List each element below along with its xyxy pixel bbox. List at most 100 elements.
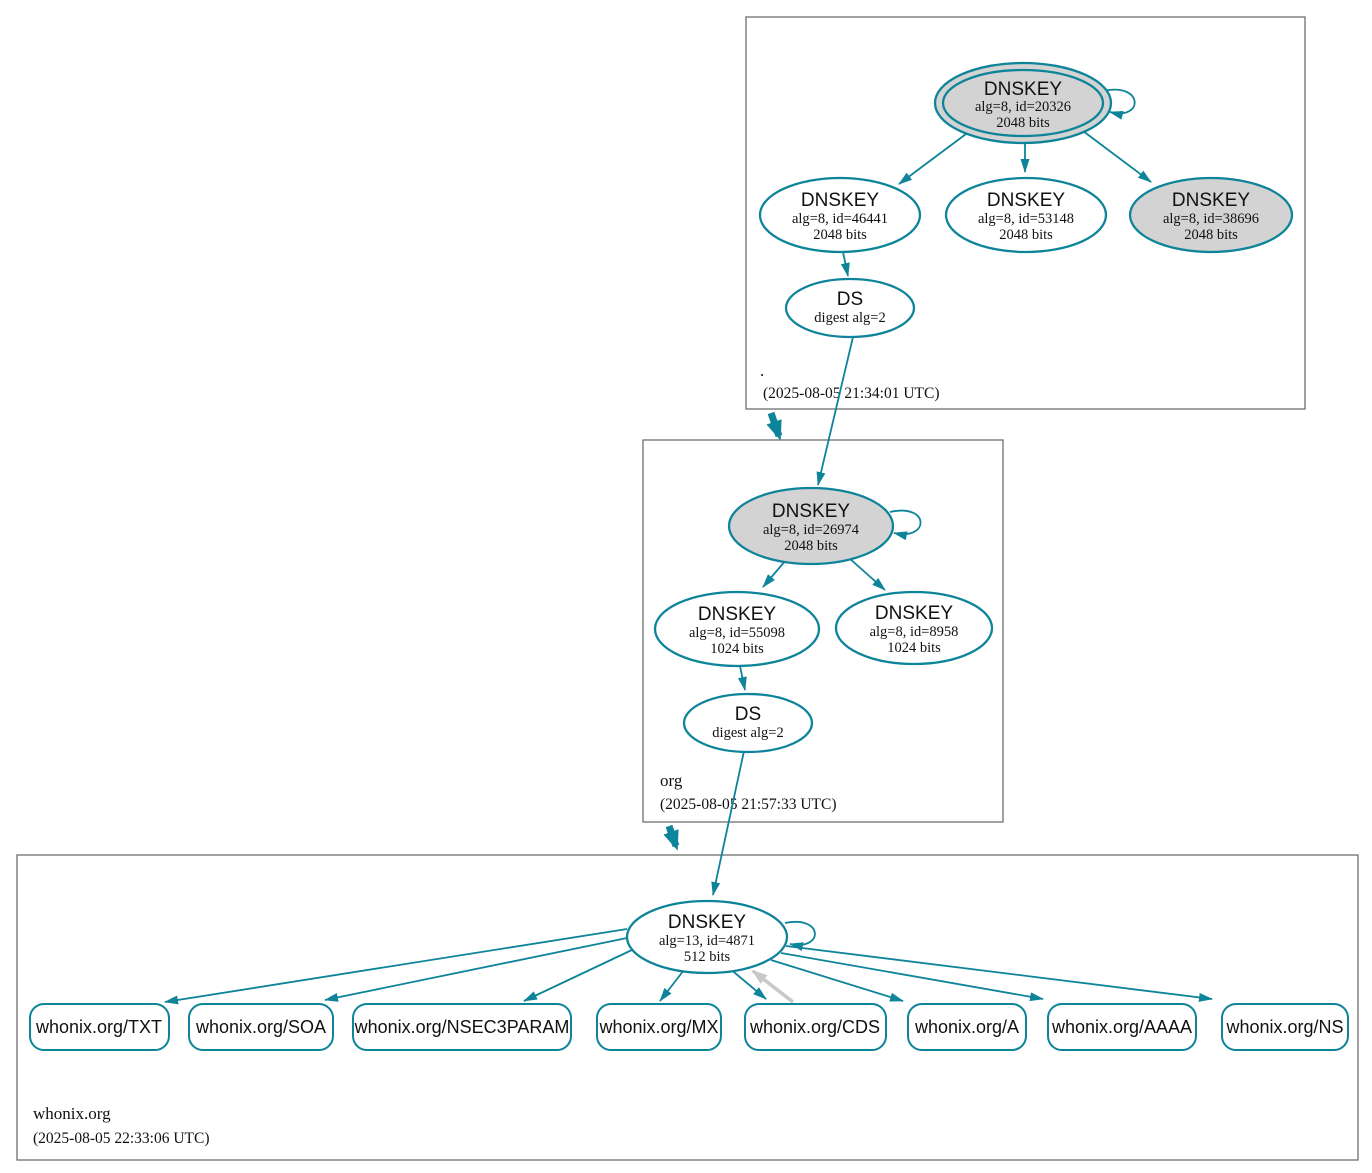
edge-whonix-ksk-to-a (770, 959, 904, 1002)
rrset-ns-box (1221, 1003, 1349, 1051)
edge-whonix-ksk-selfloop (784, 920, 816, 952)
rrset-mx-box (596, 1003, 722, 1051)
dnskey-org-ksk-detail: alg=8, id=26974 (763, 522, 860, 538)
rrset-whonix-org-a: whonix.org/A (907, 1003, 1027, 1051)
dnskey-root-ksk-title: DNSKEY (984, 79, 1062, 100)
edge-org-zsk-55098-to-ds (737, 665, 747, 691)
rrset-whonix-org-soa: whonix.org/SOA (188, 1003, 334, 1051)
zone-box-root (745, 16, 1306, 410)
ds-root-detail: digest alg=2 (814, 310, 885, 326)
rrset-a-box (907, 1003, 1027, 1051)
rrset-cds-box (744, 1003, 887, 1051)
dnskey-root-ksk-detail: alg=8, id=20326 (975, 99, 1071, 115)
edge-root-ksk-selfloop (1102, 88, 1136, 120)
dnskey-org-zsk-8958-detail: alg=8, id=8958 (870, 624, 959, 640)
dnskey-node-root-ksk-20326: DNSKEY alg=8, id=20326 2048 bits (933, 61, 1113, 145)
rrset-aaaa-box (1047, 1003, 1197, 1051)
edge-org-ksk-to-zsk-8958 (848, 557, 886, 591)
dnskey-whonix-ksk-detail: alg=13, id=4871 (659, 933, 755, 949)
edge-org-ds-to-whonix-ksk (711, 750, 745, 896)
rrset-mx-label: whonix.org/MX (598, 1017, 718, 1037)
dnskey-root-zsk-38696-bits: 2048 bits (1184, 227, 1238, 243)
dnskey-root-zsk-46441-detail: alg=8, id=46441 (792, 211, 888, 227)
zone-label-org: org (660, 771, 683, 790)
dnskey-node-whonix-ksk-4871: DNSKEY alg=13, id=4871 512 bits (625, 899, 789, 975)
dnskey-node-org-zsk-8958: DNSKEY alg=8, id=8958 1024 bits (834, 590, 994, 666)
zone-timestamp-whonix-org: (2025-08-05 22:33:06 UTC) (33, 1130, 210, 1147)
dnskey-root-zsk-46441-bits: 2048 bits (813, 227, 867, 243)
dnskey-root-zsk-53148-bits: 2048 bits (999, 227, 1053, 243)
dnskey-whonix-ksk-ellipse (625, 899, 789, 975)
dnskey-org-zsk-55098-detail: alg=8, id=55098 (689, 625, 785, 641)
dnskey-org-ksk-title: DNSKEY (772, 501, 850, 522)
rrset-whonix-org-cds: whonix.org/CDS (744, 1003, 887, 1051)
dnskey-org-zsk-55098-title: DNSKEY (698, 604, 776, 625)
edge-root-zsk-46441-to-ds (840, 251, 850, 277)
ds-org-title: DS (735, 704, 761, 725)
edge-whonix-ksk-to-ns (785, 945, 1213, 1002)
rrset-txt-label: whonix.org/TXT (35, 1017, 162, 1037)
dnskey-node-org-zsk-55098: DNSKEY alg=8, id=55098 1024 bits (653, 590, 821, 668)
dnskey-root-zsk-53148-detail: alg=8, id=53148 (978, 211, 1074, 227)
dnskey-root-zsk-38696-title: DNSKEY (1172, 190, 1250, 211)
rrset-soa-label: whonix.org/SOA (195, 1017, 326, 1037)
rrset-a-label: whonix.org/A (914, 1017, 1019, 1037)
dnskey-org-zsk-8958-bits: 1024 bits (887, 640, 941, 656)
edge-whonix-ksk-to-aaaa (780, 952, 1044, 1002)
zone-timestamp-org: (2025-08-05 21:57:33 UTC) (660, 796, 837, 813)
edge-org-ksk-to-zsk-55098 (762, 559, 787, 588)
edge-root-ds-to-org-ksk (816, 336, 854, 486)
zone-label-whonix-org: whonix.org (33, 1104, 111, 1123)
dnskey-node-root-zsk-38696: DNSKEY alg=8, id=38696 2048 bits (1128, 176, 1294, 254)
dnskey-org-ksk-ellipse (727, 486, 895, 566)
rrset-cds-label: whonix.org/CDS (749, 1017, 880, 1037)
rrset-whonix-org-txt: whonix.org/TXT (29, 1003, 170, 1051)
rrset-nsec3param-label: whonix.org/NSEC3PARAM (354, 1017, 570, 1037)
dnskey-org-zsk-55098-bits: 1024 bits (710, 641, 764, 657)
dnskey-root-zsk-53148-title: DNSKEY (987, 190, 1065, 211)
dnskey-org-zsk-55098-ellipse (653, 590, 821, 668)
ds-node-root: DS digest alg=2 (784, 277, 916, 339)
zone-box-whonix-org (16, 854, 1359, 1161)
dnskey-whonix-ksk-title: DNSKEY (668, 912, 746, 933)
dnskey-root-zsk-46441-title: DNSKEY (801, 190, 879, 211)
edge-whonix-cds-to-ksk-gray (751, 969, 795, 1004)
rrset-txt-box (29, 1003, 170, 1051)
ds-root-title: DS (837, 289, 863, 310)
dnskey-root-ksk-bits: 2048 bits (996, 115, 1050, 131)
ds-org-detail: digest alg=2 (712, 725, 783, 741)
rrset-nsec3param-box (352, 1003, 572, 1051)
ds-org-ellipse (682, 692, 814, 754)
ds-node-org: DS digest alg=2 (682, 692, 814, 754)
edge-whonix-ksk-to-cds (728, 967, 767, 1000)
dnskey-org-zsk-8958-title: DNSKEY (875, 603, 953, 624)
dnskey-root-ksk-outer-ellipse (933, 61, 1113, 145)
rrset-soa-box (188, 1003, 334, 1051)
dnskey-node-root-zsk-53148: DNSKEY alg=8, id=53148 2048 bits (944, 176, 1108, 254)
rrset-whonix-org-mx: whonix.org/MX (596, 1003, 722, 1051)
edge-whonix-ksk-to-soa (324, 937, 628, 1002)
edge-org-ksk-selfloop (889, 509, 922, 541)
dnskey-org-ksk-bits: 2048 bits (784, 538, 838, 554)
rrset-whonix-org-aaaa: whonix.org/AAAA (1047, 1003, 1197, 1051)
dnskey-root-zsk-38696-detail: alg=8, id=38696 (1163, 211, 1259, 227)
edge-whonix-ksk-to-txt (164, 928, 628, 1005)
edge-delegation-org-to-whonix (663, 824, 680, 851)
rrset-aaaa-label: whonix.org/AAAA (1051, 1017, 1192, 1037)
dnskey-whonix-ksk-bits: 512 bits (684, 949, 731, 965)
edge-whonix-ksk-to-mx (659, 969, 685, 1002)
dnskey-root-zsk-38696-ellipse (1128, 176, 1294, 254)
edge-root-ksk-to-zsk-46441 (898, 133, 967, 185)
dnskey-root-zsk-46441-ellipse (758, 176, 922, 254)
zone-timestamp-root: (2025-08-05 21:34:01 UTC) (763, 385, 940, 402)
edge-root-ksk-to-zsk-38696 (1082, 130, 1152, 183)
edge-delegation-root-to-org (766, 411, 783, 441)
rrset-whonix-org-nsec3param: whonix.org/NSEC3PARAM (352, 1003, 572, 1051)
dnskey-root-ksk-inner-ellipse (941, 68, 1105, 138)
zone-label-root: . (760, 361, 764, 380)
rrset-ns-label: whonix.org/NS (1225, 1017, 1343, 1037)
ds-root-ellipse (784, 277, 916, 339)
rrset-whonix-org-ns: whonix.org/NS (1221, 1003, 1349, 1051)
